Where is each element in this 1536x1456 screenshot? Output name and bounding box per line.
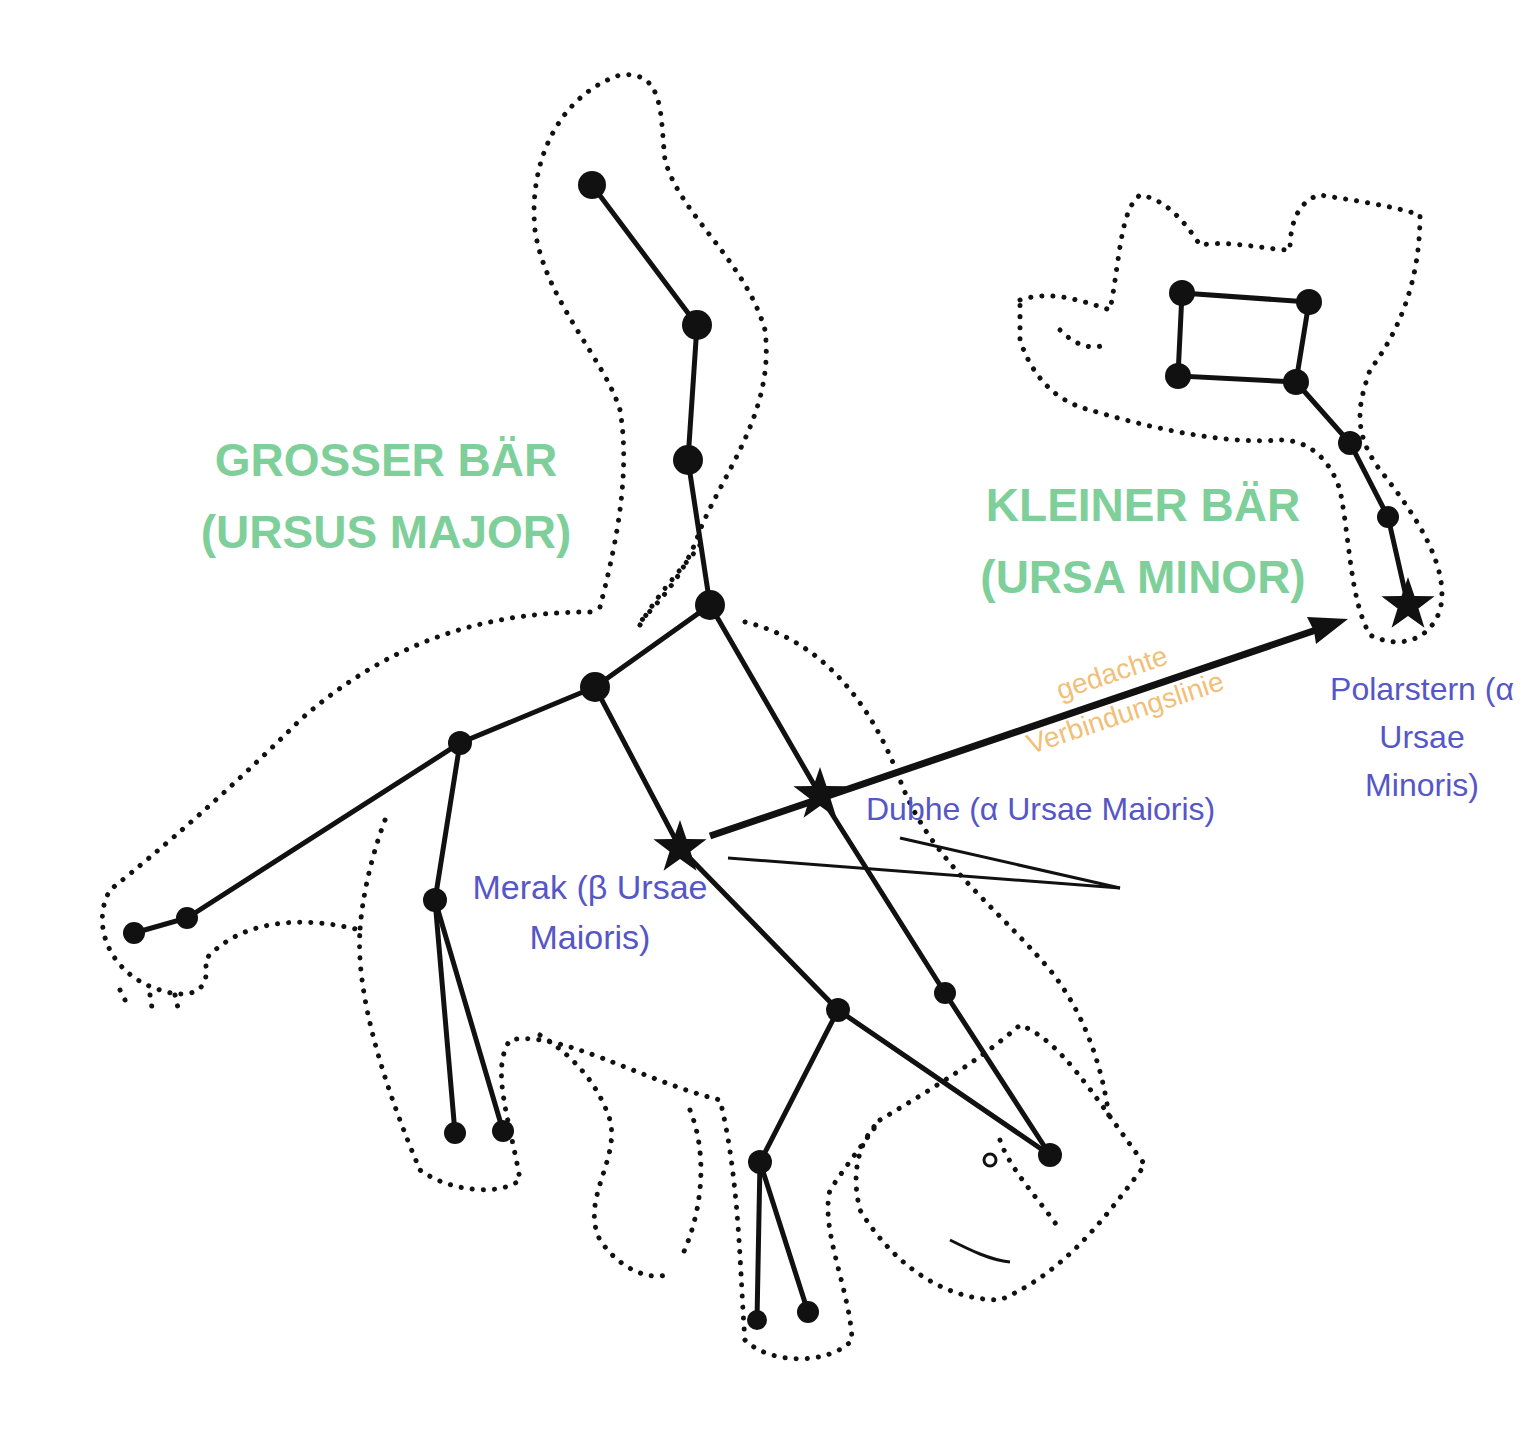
star-name: Dubhe (α Ursae Maioris) (866, 790, 1215, 828)
constellation-name: KLEINER BÄR (URSA MINOR) (953, 469, 1333, 613)
named-stars (653, 577, 1434, 871)
line-note: gedachte Verbindungslinie (973, 609, 1265, 777)
star-dots (123, 171, 1399, 1330)
star-name: Merak (β Ursae Maioris) (440, 862, 740, 962)
constellation-name: GROSSER BÄR (URSUS MAJOR) (176, 424, 596, 568)
constellation-lines (134, 185, 1408, 1320)
pointer-lines (728, 838, 1120, 888)
star-name: Polarstern (α Ursae Minoris) (1327, 665, 1517, 809)
bear-outline (102, 75, 1145, 1359)
